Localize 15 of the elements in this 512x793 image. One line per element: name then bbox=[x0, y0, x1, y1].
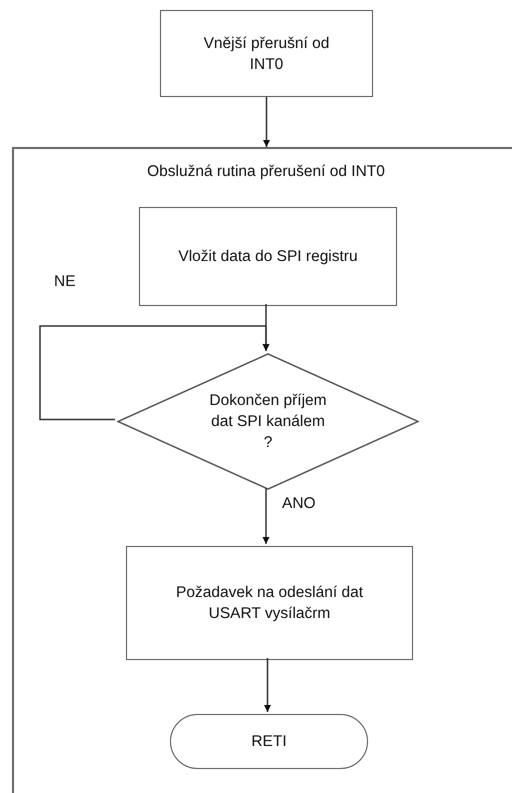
decision-diamond bbox=[117, 353, 419, 490]
arrow bbox=[263, 97, 270, 147]
node-text: Vložit data do SPI registru bbox=[178, 247, 358, 267]
process-box bbox=[126, 546, 413, 660]
process-box bbox=[160, 10, 373, 97]
node-text: Obslužná rutina přerušení od INT0 bbox=[147, 162, 385, 182]
node-text: Požadavek na odeslání dat USART vysílačrm bbox=[175, 583, 364, 624]
process-box bbox=[139, 207, 397, 306]
node-text: Dokončen příjem dat SPI kanálem ? bbox=[208, 391, 328, 453]
arrow bbox=[262, 488, 270, 544]
node-text: RETI bbox=[251, 732, 287, 752]
group-frame bbox=[12, 147, 512, 793]
arrow bbox=[264, 658, 271, 712]
arrow bbox=[39, 325, 270, 420]
node-text: Vnější přerušní od INT0 bbox=[202, 34, 330, 74]
